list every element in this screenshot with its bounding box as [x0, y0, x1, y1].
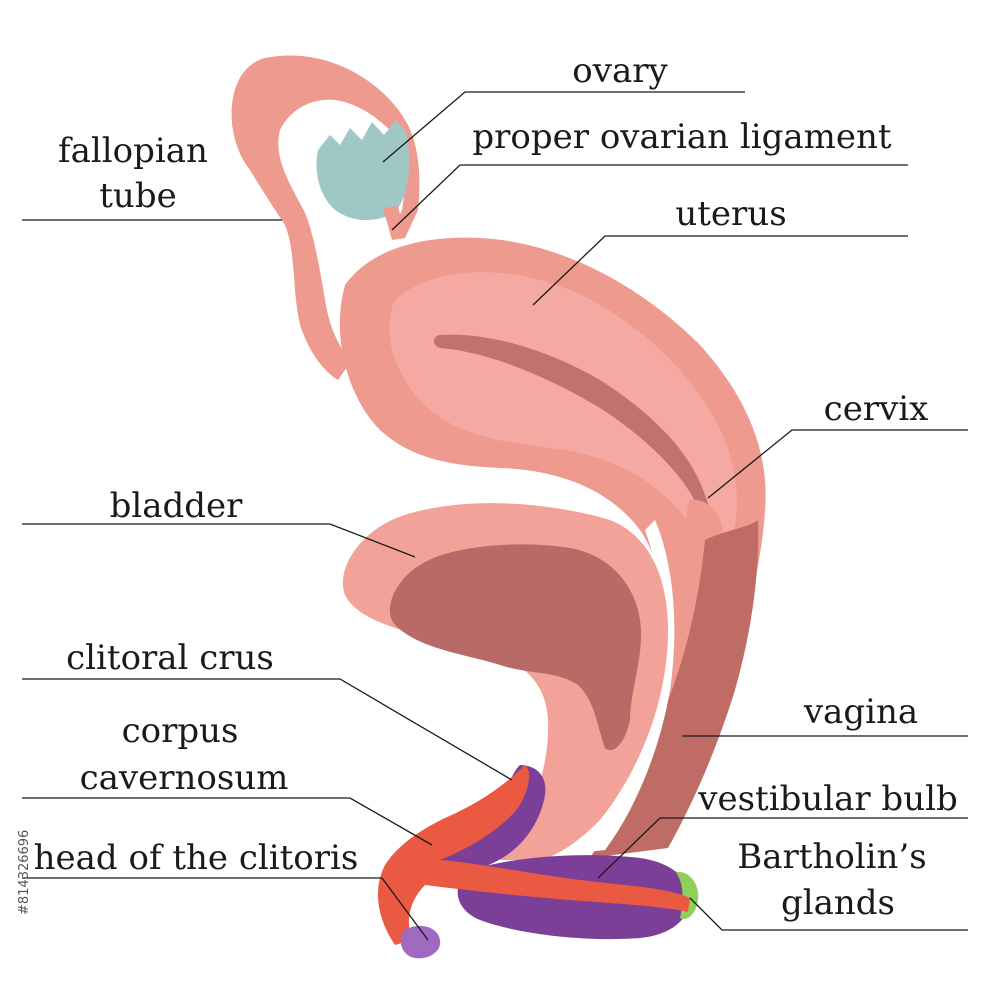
uterus-inner-shape	[389, 272, 737, 544]
label-fallopian: fallopian	[58, 131, 208, 171]
label-bladder: bladder	[110, 486, 244, 526]
leader-vestibular-bulb	[597, 817, 968, 879]
ovary-shape	[316, 120, 410, 221]
label-clitoral-crus: clitoral crus	[66, 638, 274, 678]
bartholins-glands-shape	[676, 871, 699, 920]
leader-cervix	[707, 429, 968, 499]
label-proper-ovarian-ligament: proper ovarian ligament	[472, 117, 892, 157]
leader-corpus-cavernosum	[22, 797, 433, 846]
label-vestibular-bulb: vestibular bulb	[697, 779, 957, 819]
bladder-inner-shape	[389, 544, 642, 751]
label-ovary: ovary	[572, 51, 668, 91]
leader-clitoral-crus	[22, 678, 513, 781]
label-glands: glands	[781, 883, 895, 923]
label-uterus: uterus	[675, 194, 786, 234]
ovarian-ligament-shape	[383, 206, 405, 240]
leader-proper-ovarian-ligament	[391, 164, 908, 231]
label-corpus: corpus	[122, 711, 239, 751]
leader-bladder	[22, 523, 416, 558]
uterine-cavity-shape	[434, 334, 712, 515]
label-cavernosum: cavernosum	[80, 758, 289, 798]
label-bartholins: Bartholin’s	[737, 837, 926, 877]
corpus-cavernosum-shape	[377, 765, 690, 945]
label-cervix: cervix	[824, 389, 929, 429]
clitoris-head-shape	[400, 925, 441, 959]
vagina-wall-shape	[590, 520, 759, 858]
leader-ovary	[382, 91, 745, 163]
leader-bartholins-glands	[689, 897, 968, 931]
fallopian-tube-shape	[231, 55, 405, 380]
label-tube: tube	[99, 176, 176, 216]
leader-uterus	[532, 235, 908, 306]
leader-head-of-clitoris	[22, 877, 429, 941]
label-vagina: vagina	[803, 692, 918, 732]
stock-id: #814326696	[17, 830, 32, 915]
label-head-of-clitoris: head of the clitoris	[34, 838, 359, 878]
